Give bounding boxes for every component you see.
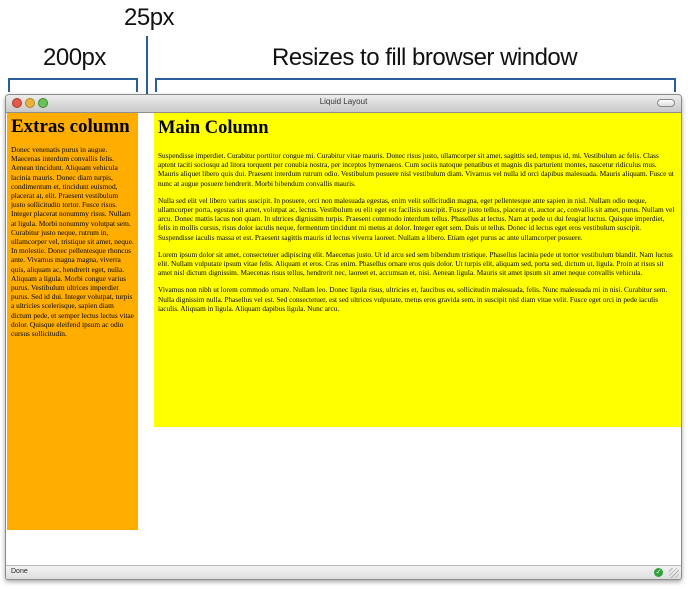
main-paragraph-2: Nulla sed elit vel libero varius suscipi… bbox=[158, 195, 675, 242]
status-bar: Done ✓ bbox=[6, 565, 681, 579]
main-heading: Main Column bbox=[158, 118, 269, 138]
main-paragraph-1: Suspendisse imperdiet. Curabitur porttit… bbox=[158, 151, 674, 188]
toolbar-toggle-icon[interactable] bbox=[657, 99, 675, 107]
gutter-pointer-line bbox=[146, 36, 148, 132]
window-title: Liquid Layout bbox=[319, 97, 368, 106]
main-column: Main Column Suspendisse imperdiet. Curab… bbox=[154, 113, 681, 427]
sidebar-width-label: 200px bbox=[43, 44, 106, 71]
browser-window: Liquid Layout Extras column Donec venena… bbox=[5, 94, 682, 580]
extras-column: Extras column Donec venenatis purus in a… bbox=[7, 113, 138, 530]
extras-heading: Extras column bbox=[11, 116, 130, 137]
gutter-width-label: 25px bbox=[124, 4, 175, 31]
main-width-label: Resizes to fill browser window bbox=[272, 44, 578, 71]
close-icon[interactable] bbox=[12, 98, 22, 108]
main-width-bracket bbox=[155, 78, 676, 92]
main-paragraph-3: Lorem ipsum dolor sit amet, consectetuer… bbox=[158, 249, 673, 278]
status-text: Done bbox=[11, 568, 28, 575]
main-paragraph-4: Vivamus non nibh ut lorem commodo ornare… bbox=[158, 285, 668, 313]
extras-text: Donec venenatis purus in augue. Maecenas… bbox=[11, 145, 134, 339]
check-circle-icon: ✓ bbox=[654, 568, 663, 577]
resize-grip-icon[interactable] bbox=[669, 568, 679, 578]
sidebar-width-bracket bbox=[8, 78, 138, 92]
minimize-icon[interactable] bbox=[25, 98, 35, 108]
window-titlebar[interactable]: Liquid Layout bbox=[6, 95, 681, 113]
zoom-icon[interactable] bbox=[38, 98, 48, 108]
